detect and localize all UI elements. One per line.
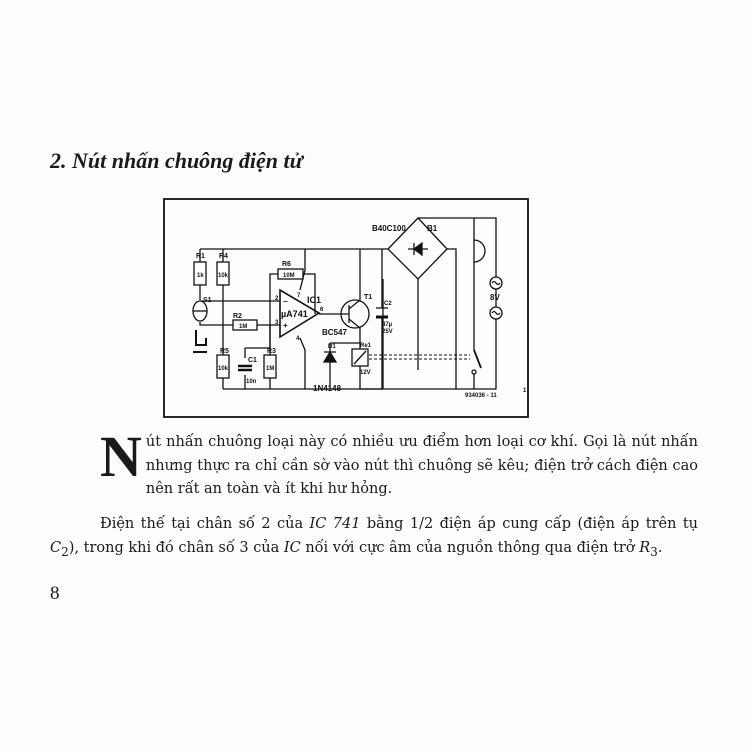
opamp-ic1 [279, 288, 321, 339]
svg-text:12V: 12V [360, 370, 371, 376]
wires [200, 248, 457, 390]
diode-d1 [322, 350, 338, 363]
text-ic: IC [283, 539, 301, 556]
relay-link [369, 354, 470, 360]
svg-text:R5: R5 [220, 348, 229, 355]
section-title: 2. Nút nhấn chuông điện tử [50, 148, 303, 173]
wires [329, 342, 383, 390]
text-ic741: IC 741 [309, 516, 361, 532]
paragraph-1-text: út nhấn chuông loại này có nhiều ưu điểm… [145, 434, 698, 497]
diagram-frame [163, 198, 529, 418]
resistor-r2 [232, 319, 258, 331]
svg-text:S1: S1 [203, 297, 212, 304]
paragraph-2: Điện thế tại chân số 2 của IC 741 bằng 1… [50, 513, 698, 564]
svg-text:R2: R2 [233, 313, 242, 320]
svg-text:10n: 10n [246, 379, 257, 385]
svg-text:1M: 1M [266, 366, 274, 372]
hand-icon [193, 330, 207, 353]
text: nối với cực âm của nguồn thông qua điện … [300, 539, 640, 556]
svg-text:R3: R3 [267, 348, 276, 355]
relay-re1 [351, 348, 369, 367]
svg-text:B40C100: B40C100 [372, 224, 406, 233]
wires [269, 249, 340, 389]
bell-icon [473, 239, 486, 263]
resistor-r1 [193, 261, 207, 286]
svg-text:R6: R6 [282, 261, 291, 268]
svg-text:Re1: Re1 [360, 343, 372, 349]
resistor-r3 [263, 354, 277, 379]
subscript: 2 [61, 544, 69, 559]
page-number: 8 [50, 583, 60, 604]
svg-text:7: 7 [297, 293, 301, 299]
wires [199, 249, 280, 389]
svg-text:R4: R4 [219, 253, 228, 260]
svg-text:10k: 10k [218, 366, 229, 372]
svg-text:C2: C2 [384, 301, 392, 307]
wires [340, 249, 361, 343]
text: ), trong khi đó chân số 3 của [68, 539, 284, 556]
svg-text:1M: 1M [239, 324, 247, 330]
svg-text:10M: 10M [283, 273, 295, 279]
svg-text:IC1: IC1 [307, 295, 321, 305]
svg-text:10k: 10k [218, 273, 229, 279]
svg-text:R1: R1 [196, 253, 205, 260]
svg-text:2: 2 [275, 296, 279, 302]
svg-text:−: − [283, 297, 288, 306]
subscript: 3 [650, 544, 658, 559]
wires [376, 249, 388, 389]
text: bằng 1/2 điện áp cung cấp (điện áp trên … [360, 516, 699, 532]
text: . [657, 539, 663, 556]
svg-text:6: 6 [320, 307, 324, 313]
relay-switch [473, 349, 482, 369]
svg-text:25V: 25V [382, 329, 393, 335]
svg-text:1: 1 [523, 388, 527, 394]
svg-text:B1: B1 [427, 224, 438, 233]
svg-text:3: 3 [275, 320, 279, 326]
drop-cap: N [100, 424, 142, 489]
svg-text:+: + [283, 321, 288, 330]
text: Điện thế tại chân số 2 của [100, 516, 310, 532]
wires [417, 217, 497, 390]
svg-text:934036 - 11: 934036 - 11 [465, 393, 497, 399]
svg-text:47µ: 47µ [382, 322, 393, 328]
resistor-r5 [216, 354, 230, 379]
svg-text:T1: T1 [364, 294, 372, 301]
svg-text:C1: C1 [248, 357, 257, 364]
symbol-r3: R [639, 539, 651, 556]
svg-text:D1: D1 [328, 344, 336, 350]
capacitor-c1 [238, 364, 252, 372]
svg-text:µA741: µA741 [281, 309, 308, 319]
svg-text:8V: 8V [490, 293, 500, 302]
resistor-r4 [216, 261, 230, 286]
svg-text:1N4148: 1N4148 [313, 384, 342, 393]
svg-text:1k: 1k [197, 273, 204, 279]
svg-text:BC547: BC547 [322, 328, 347, 337]
symbol-c2: C [50, 539, 62, 556]
svg-text:4: 4 [296, 336, 300, 342]
